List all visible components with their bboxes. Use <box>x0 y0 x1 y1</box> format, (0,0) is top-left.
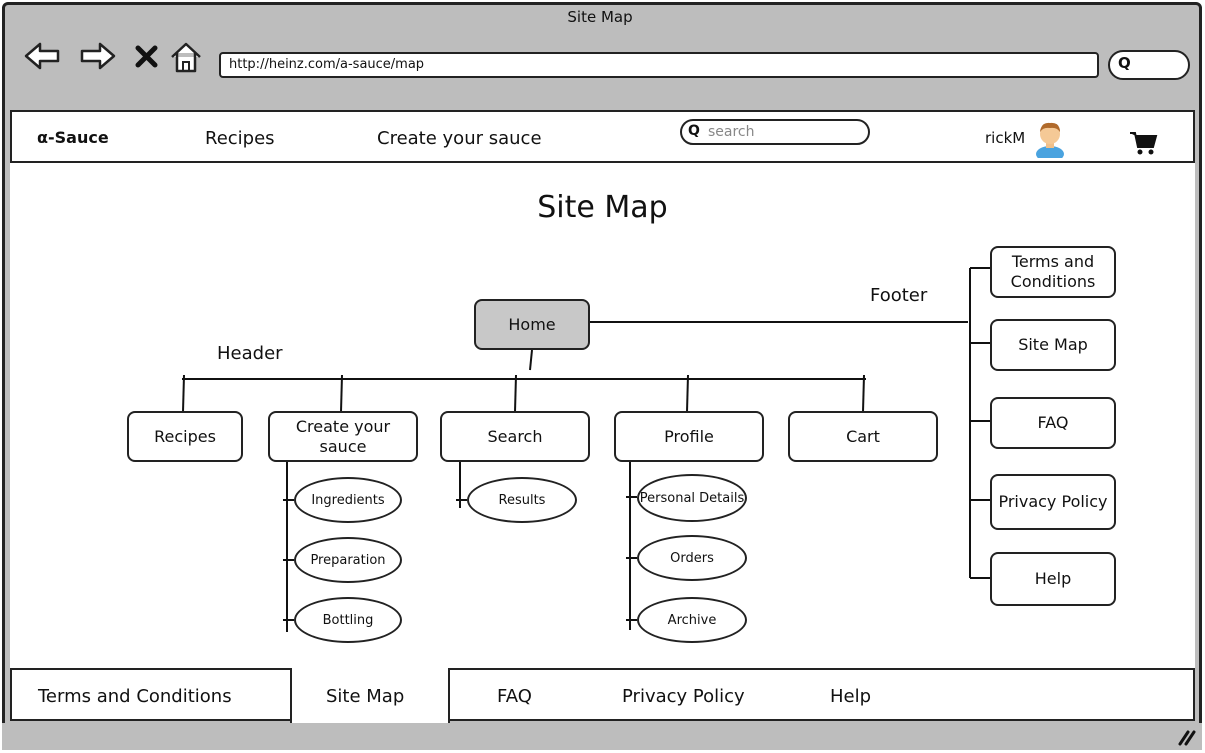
node-terms-and-conditions[interactable]: Terms and Conditions <box>990 246 1116 298</box>
tab-help[interactable]: Help <box>830 686 872 707</box>
resize-handle-icon[interactable] <box>1174 728 1196 746</box>
node-preparation[interactable]: Preparation <box>294 537 402 583</box>
browser-search-field[interactable]: Q <box>1108 50 1190 80</box>
address-bar[interactable]: http://heinz.com/a-sauce/map <box>219 52 1099 78</box>
node-archive[interactable]: Archive <box>637 597 747 643</box>
node-results[interactable]: Results <box>467 477 577 523</box>
node-create-your-sauce[interactable]: Create your sauce <box>268 411 418 462</box>
header-label: Header <box>217 343 283 364</box>
search-placeholder: search <box>708 124 755 140</box>
forward-arrow-icon[interactable] <box>78 40 118 72</box>
avatar[interactable] <box>1033 118 1067 158</box>
app-nav-bar <box>10 110 1195 163</box>
node-site-map[interactable]: Site Map <box>990 319 1116 371</box>
node-profile[interactable]: Profile <box>614 411 764 462</box>
footer-tab-bar <box>10 668 1195 721</box>
node-cart[interactable]: Cart <box>788 411 938 462</box>
node-help[interactable]: Help <box>990 552 1116 606</box>
nav-search-input[interactable]: Q search <box>680 119 870 145</box>
search-icon: Q <box>688 123 700 139</box>
nav-create-link[interactable]: Create your sauce <box>377 128 542 149</box>
page-title: Site Map <box>537 190 668 225</box>
node-ingredients[interactable]: Ingredients <box>294 477 402 523</box>
window-title: Site Map <box>567 8 633 26</box>
search-icon: Q <box>1118 54 1131 72</box>
node-personal-details[interactable]: Personal Details <box>637 474 747 522</box>
node-search[interactable]: Search <box>440 411 590 462</box>
node-faq[interactable]: FAQ <box>990 397 1116 449</box>
tab-terms-and-conditions[interactable]: Terms and Conditions <box>38 686 232 707</box>
home-icon[interactable] <box>168 40 204 74</box>
cart-icon[interactable] <box>1128 130 1158 156</box>
node-privacy-policy[interactable]: Privacy Policy <box>990 474 1116 530</box>
footer-label: Footer <box>870 285 928 306</box>
node-bottling[interactable]: Bottling <box>294 597 402 643</box>
node-recipes[interactable]: Recipes <box>127 411 243 462</box>
nav-recipes-link[interactable]: Recipes <box>205 128 275 149</box>
tab-site-map[interactable]: Site Map <box>326 686 405 707</box>
node-orders[interactable]: Orders <box>637 535 747 581</box>
node-home[interactable]: Home <box>474 299 590 350</box>
close-icon[interactable] <box>133 43 161 71</box>
status-bar <box>2 723 1202 750</box>
back-arrow-icon[interactable] <box>22 40 62 72</box>
username[interactable]: rickM <box>985 129 1026 147</box>
tab-privacy-policy[interactable]: Privacy Policy <box>622 686 745 707</box>
tab-faq[interactable]: FAQ <box>497 686 532 707</box>
active-tab-background <box>290 668 450 723</box>
brand-logo[interactable]: α-Sauce <box>37 128 109 147</box>
